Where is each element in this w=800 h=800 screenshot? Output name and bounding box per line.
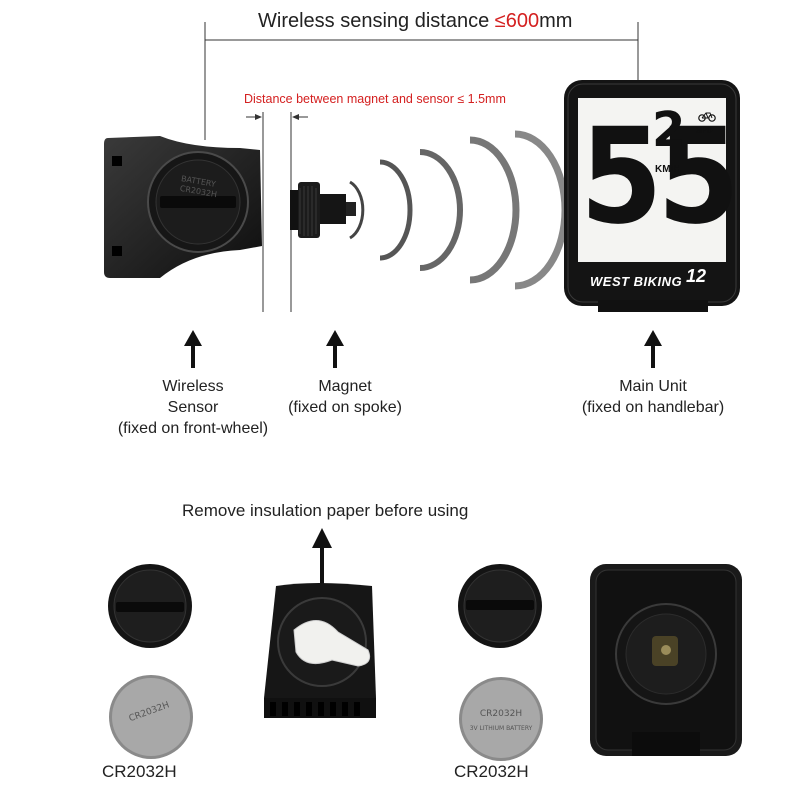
sensing-distance-title: Wireless sensing distance ≤600mm <box>258 10 573 32</box>
battery-label-left: CR2032H <box>102 762 177 781</box>
unit-label: KM/H <box>655 164 681 175</box>
battery-label-right: CR2032H <box>454 762 529 781</box>
magnet-image <box>290 182 356 238</box>
spd-label: SPD <box>696 126 713 135</box>
battery-cover-image-2 <box>458 564 542 648</box>
sensor-label: Wireless Sensor (fixed on front-wheel) <box>117 378 269 437</box>
distance-value: ≤600 <box>494 10 540 32</box>
coin-battery-image-2: CR2032H 3V LITHIUM BATTERY <box>459 677 543 761</box>
brand-logo: WEST BIKING <box>590 274 683 289</box>
battery-cover-image <box>108 564 192 648</box>
main-unit-label: Main Unit (fixed on handlebar) <box>581 378 725 416</box>
main-unit-back-image <box>590 564 742 756</box>
sensor-with-paper-image <box>264 583 376 718</box>
magnet-label: Magnet (fixed on spoke) <box>288 378 402 416</box>
speed-small-digit: 2 <box>652 102 686 158</box>
svg-text:3V LITHIUM BATTERY: 3V LITHIUM BATTERY <box>470 725 533 732</box>
svg-text:CR2032H: CR2032H <box>480 709 522 719</box>
bicycle-icon <box>698 112 716 122</box>
remove-insulation-note: Remove insulation paper before using <box>182 501 469 520</box>
magnet-gap-note: Distance between magnet and sensor ≤ 1.5… <box>244 92 506 106</box>
main-unit-image: 55 2 KM/H SPD WEST BIKING 12 <box>564 80 740 312</box>
speed-main-digits: 55 <box>580 100 740 254</box>
coin-battery-image: CR2032H <box>109 675 193 759</box>
model-number: 12 <box>686 266 707 286</box>
wireless-sensor-image: BATTERY CR2032H <box>104 136 262 278</box>
